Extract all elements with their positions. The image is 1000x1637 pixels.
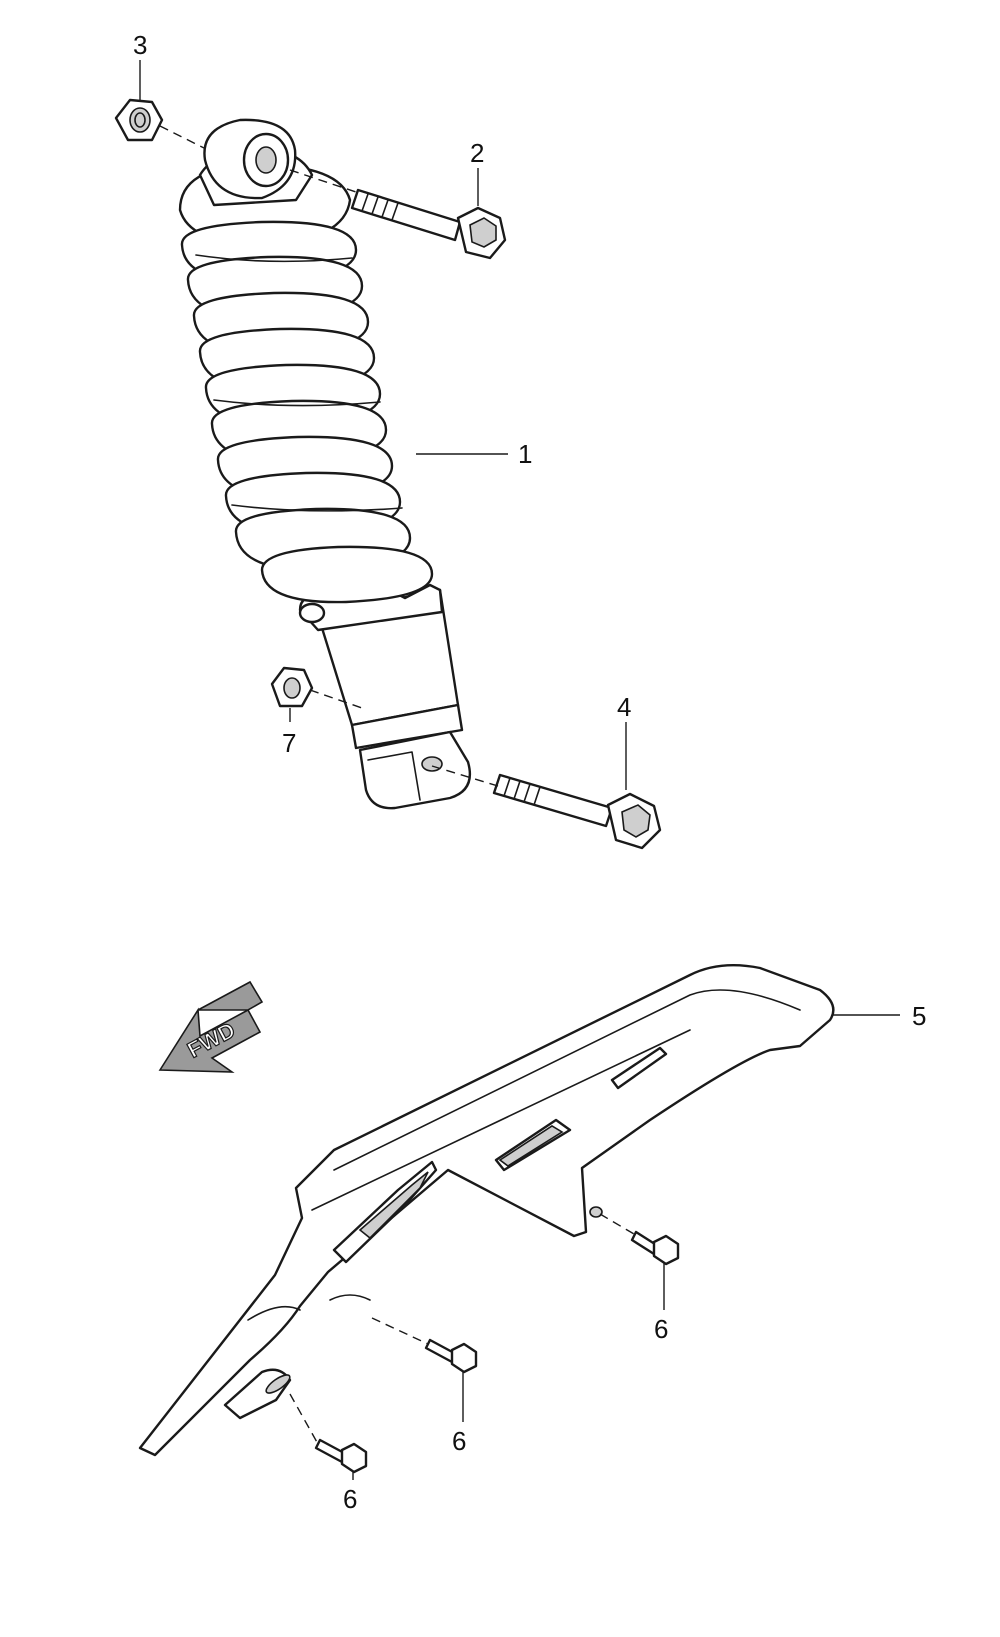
callout-5: 5 [912,1001,926,1031]
flange-nut-bottom [270,666,314,708]
callout-4: 4 [617,692,631,722]
callout-1: 1 [518,439,532,469]
guard-bolt-left [314,1438,368,1474]
shock-absorber [178,118,472,810]
bolt-top [350,188,507,260]
callout-6-middle: 6 [452,1426,466,1456]
guard-bolt-middle [424,1338,478,1374]
callout-2: 2 [470,138,484,168]
callout-3: 3 [133,30,147,60]
fwd-arrow-icon: FWD [158,980,264,1073]
chain-guard [138,964,835,1457]
callout-6-right: 6 [654,1314,668,1344]
spring-coils [178,163,434,604]
callout-7: 7 [282,728,296,758]
flange-nut-top [114,98,164,142]
bolt-bottom [492,773,662,850]
callout-6-left: 6 [343,1484,357,1514]
guard-bolt-right [630,1230,680,1266]
